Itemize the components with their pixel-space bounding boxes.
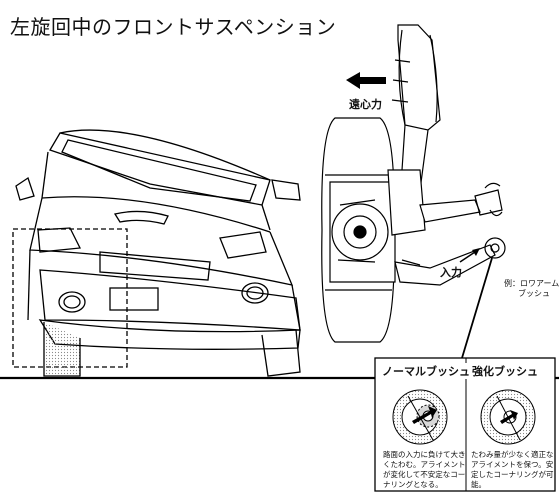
reinforced-bushing-title: 強化ブッシュ [470,363,540,379]
normal-desc-line: ナリングとなる。 [383,480,443,489]
centrifugal-force-label: 遠心力 [349,98,382,111]
reinforced-desc-line: 能。 [471,480,486,489]
reinforced-bushing-description: たわみ量が少なく適正な アライメントを保つ。安 定したコーナリングが可 能。 [471,450,555,490]
normal-desc-line: が変化して不安定なコー [383,470,466,479]
normal-desc-line: 路面の入力に負けて大き [383,450,466,459]
reinforced-desc-line: 定したコーナリングが可 [471,470,554,479]
example-label: 例：ロワアーム ブッシュ [504,279,559,299]
example-line-1: 例：ロワアーム [504,279,559,288]
leader-line [461,257,493,359]
page-title: 左旋回中のフロントサスペンション [10,15,337,39]
input-label: 入力 [440,266,462,279]
normal-bushing-description: 路面の入力に負けて大き くたわむ。アライメント が変化して不安定なコー ナリング… [383,450,467,490]
reinforced-bushing-illustration [480,389,536,445]
reinforced-desc-line: たわみ量が少なく適正な [471,450,554,459]
car-front-view [12,129,301,377]
suspension-assembly [321,24,506,343]
normal-bushing-title: ノーマルブッシュ [380,363,472,379]
normal-desc-line: くたわむ。アライメント [383,460,466,469]
reinforced-desc-line: アライメントを保つ。安 [471,460,554,469]
normal-bushing-illustration [392,389,448,445]
example-line-2: ブッシュ [518,289,550,298]
centrifugal-force-arrow [346,72,386,89]
